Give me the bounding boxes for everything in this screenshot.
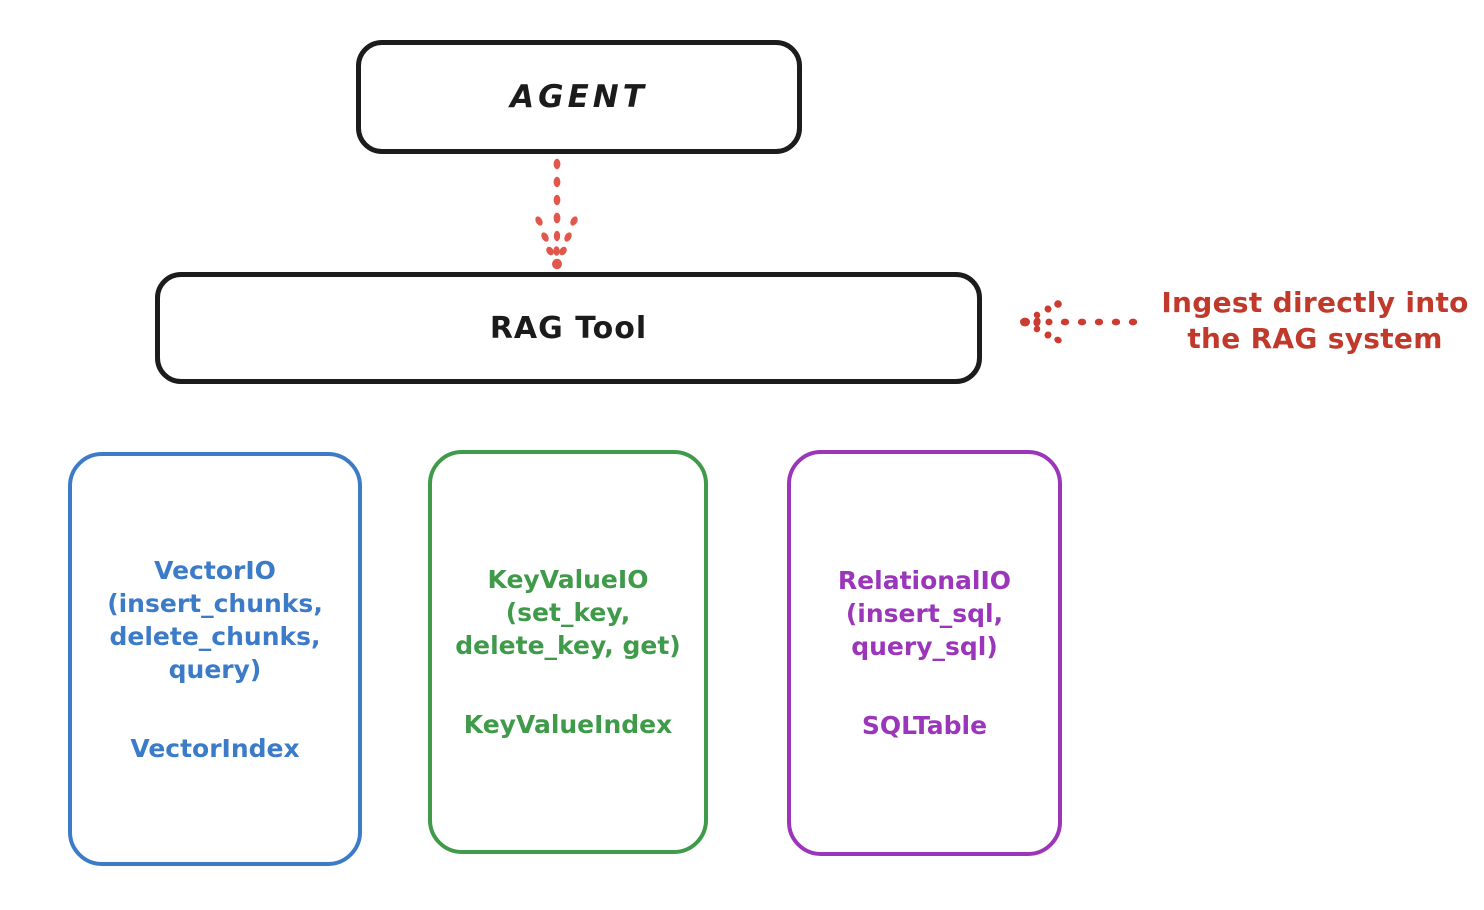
annotation-ingest: Ingest directly into the RAG system [1018, 276, 1478, 366]
node-vector-io[interactable]: VectorIO (insert_chunks, delete_chunks, … [68, 452, 362, 866]
node-rag-tool-label: RAG Tool [489, 310, 648, 346]
annotation-ingest-text: Ingest directly into the RAG system [1161, 286, 1469, 355]
node-relational-io[interactable]: RelationalIO (insert_sql, query_sql) SQL… [787, 450, 1062, 856]
node-agent-label: AGENT [510, 79, 648, 115]
node-keyvalue-io[interactable]: KeyValueIO (set_key, delete_key, get) Ke… [428, 450, 708, 854]
ingest-arrow-icon [1020, 300, 1138, 344]
node-vector-io-api: VectorIO (insert_chunks, delete_chunks, … [107, 555, 323, 684]
node-vector-io-index: VectorIndex [130, 733, 300, 763]
node-rag-tool[interactable]: RAG Tool [155, 272, 982, 384]
connector-agent-to-rag-tool [535, 158, 578, 270]
node-relational-io-index: SQLTable [861, 711, 988, 740]
node-keyvalue-io-index: KeyValueIndex [463, 710, 673, 739]
node-keyvalue-io-api: KeyValueIO (set_key, delete_key, get) [455, 565, 681, 660]
node-agent[interactable]: AGENT [356, 40, 802, 154]
node-relational-io-api: RelationalIO (insert_sql, query_sql) [837, 566, 1012, 661]
